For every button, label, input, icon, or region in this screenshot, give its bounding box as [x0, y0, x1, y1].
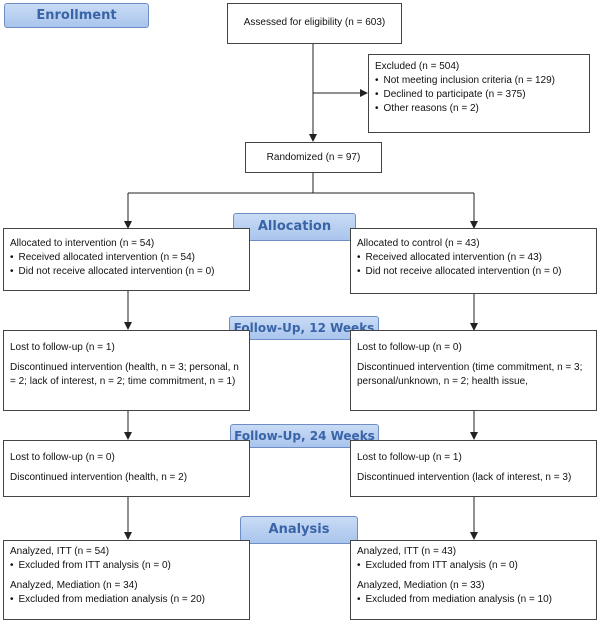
excluded-item: Other reasons (n = 2): [375, 102, 583, 116]
stage-followup-24-weeks: Follow-Up, 24 Weeks: [230, 424, 379, 448]
randomized-text: Randomized (n = 97): [266, 152, 361, 163]
analysis-intervention-itt-excluded: Excluded from ITT analysis (n = 0): [10, 559, 243, 573]
excluded-item: Declined to participate (n = 375): [375, 88, 583, 102]
analysis-control-mediation-excluded: Excluded from mediation analysis (n = 10…: [357, 593, 590, 607]
allocation-intervention-box: Allocated to intervention (n = 54) Recei…: [3, 228, 250, 291]
excluded-item: Not meeting inclusion criteria (n = 129): [375, 74, 583, 88]
allocation-control-box: Allocated to control (n = 43) Received a…: [350, 228, 597, 294]
analysis-control-itt-excluded: Excluded from ITT analysis (n = 0): [357, 559, 590, 573]
followup12-intervention-discontinued: Discontinued intervention (health, n = 3…: [10, 362, 239, 387]
stage-enrollment: Enrollment: [4, 3, 149, 28]
followup24-intervention-box: Lost to follow-up (n = 0) Discontinued i…: [3, 440, 250, 497]
excluded-box: Excluded (n = 504) Not meeting inclusion…: [368, 54, 590, 133]
allocation-control-title: Allocated to control (n = 43): [357, 238, 480, 249]
analysis-control-box: Analyzed, ITT (n = 43) Excluded from ITT…: [350, 540, 597, 620]
followup24-control-lost: Lost to follow-up (n = 1): [357, 452, 462, 463]
analysis-control-mediation: Analyzed, Mediation (n = 33): [357, 580, 485, 591]
stage-allocation: Allocation: [233, 213, 356, 241]
randomized-box: Randomized (n = 97): [245, 142, 382, 173]
followup12-control-box: Lost to follow-up (n = 0) Discontinued i…: [350, 330, 597, 411]
analysis-intervention-mediation: Analyzed, Mediation (n = 34): [10, 580, 138, 591]
followup24-control-box: Lost to follow-up (n = 1) Discontinued i…: [350, 440, 597, 497]
followup12-intervention-lost: Lost to follow-up (n = 1): [10, 342, 115, 353]
followup24-intervention-discontinued: Discontinued intervention (health, n = 2…: [10, 472, 188, 483]
followup12-intervention-box: Lost to follow-up (n = 1) Discontinued i…: [3, 330, 250, 411]
assessed-text: Assessed for eligibility (n = 603): [243, 17, 386, 28]
allocation-intervention-item: Did not receive allocated intervention (…: [10, 265, 243, 279]
allocation-intervention-item: Received allocated intervention (n = 54): [10, 251, 243, 265]
followup12-control-lost: Lost to follow-up (n = 0): [357, 342, 462, 353]
assessed-box: Assessed for eligibility (n = 603): [227, 3, 402, 44]
stage-analysis: Analysis: [240, 516, 358, 544]
allocation-control-item: Received allocated intervention (n = 43): [357, 251, 590, 265]
allocation-control-item: Did not receive allocated intervention (…: [357, 265, 590, 279]
analysis-intervention-mediation-excluded: Excluded from mediation analysis (n = 20…: [10, 593, 243, 607]
allocation-intervention-title: Allocated to intervention (n = 54): [10, 238, 155, 249]
followup24-control-discontinued: Discontinued intervention (lack of inter…: [357, 472, 572, 483]
analysis-control-itt: Analyzed, ITT (n = 43): [357, 546, 457, 557]
excluded-title: Excluded (n = 504): [375, 61, 460, 72]
followup24-intervention-lost: Lost to follow-up (n = 0): [10, 452, 115, 463]
analysis-intervention-box: Analyzed, ITT (n = 54) Excluded from ITT…: [3, 540, 250, 620]
followup12-control-discontinued: Discontinued intervention (time commitme…: [357, 362, 583, 387]
analysis-intervention-itt: Analyzed, ITT (n = 54): [10, 546, 110, 557]
